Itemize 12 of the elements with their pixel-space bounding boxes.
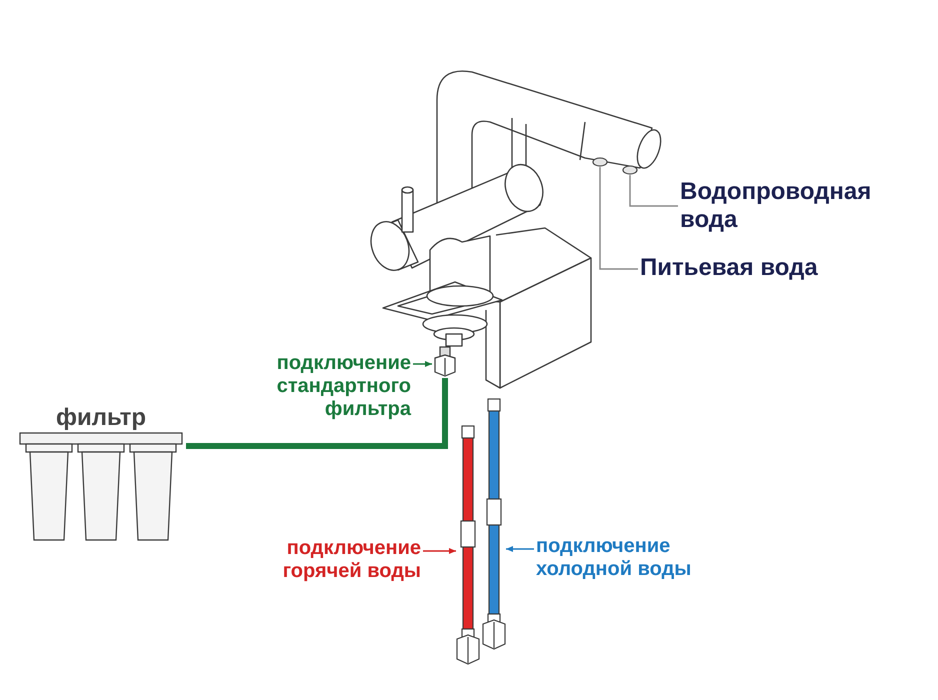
callout-text: Водопроводная вода bbox=[680, 178, 872, 234]
water-pipe bbox=[186, 378, 448, 449]
arrow bbox=[506, 546, 534, 552]
callout-text: подключение горячей воды bbox=[282, 537, 421, 583]
arrow bbox=[423, 548, 456, 554]
callout-text: подключение холодной воды bbox=[536, 535, 692, 581]
callout-text: подключение стандартного фильтра bbox=[276, 352, 411, 421]
filter-title: фильтр bbox=[56, 404, 146, 432]
arrow bbox=[413, 361, 432, 367]
leader-line bbox=[629, 175, 678, 207]
leader-line bbox=[599, 167, 638, 270]
callout-text: Питьевая вода bbox=[640, 254, 818, 282]
